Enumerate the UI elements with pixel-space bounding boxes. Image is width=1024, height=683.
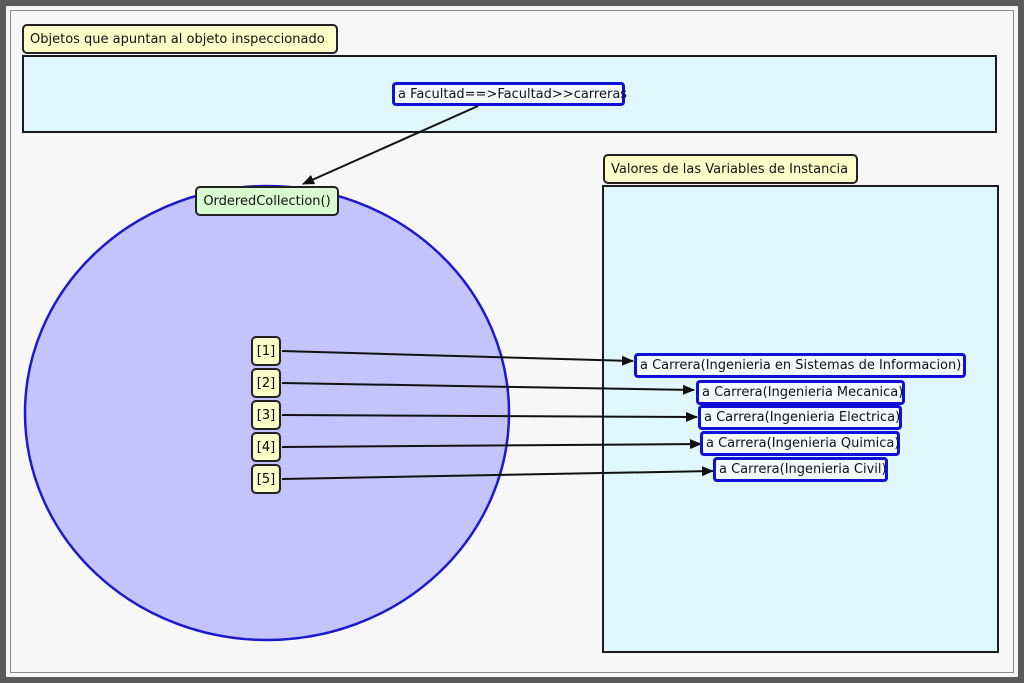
index-arrow-1 [281,350,634,366]
index-tag-2[interactable]: [2] [251,368,281,398]
index-tag-3[interactable]: [3] [251,400,281,430]
referrers-panel-title: Objetos que apuntan al objeto inspeccion… [22,24,338,54]
index-arrow-2 [281,382,695,395]
value-object-5[interactable]: a Carrera(Ingenieria Civil) [713,457,888,482]
index-arrow-5 [281,466,714,480]
inspected-object-label[interactable]: OrderedCollection() [195,186,339,216]
value-object-1[interactable]: a Carrera(Ingenieria en Sistemas de Info… [634,353,966,378]
value-object-2[interactable]: a Carrera(Ingenieria Mecanica) [696,380,905,405]
index-arrow-4 [281,439,702,450]
index-tag-5[interactable]: [5] [251,464,281,494]
referrer-arrow [302,105,479,185]
index-tag-4[interactable]: [4] [251,432,281,462]
index-arrow-3 [281,411,698,422]
index-tag-1[interactable]: [1] [251,336,281,366]
instance-variables-title: Valores de las Variables de Instancia [603,154,858,184]
value-object-3[interactable]: a Carrera(Ingenieria Electrica) [698,405,902,430]
window-border [10,10,1014,673]
value-object-4[interactable]: a Carrera(Ingenieria Quimica) [700,431,900,456]
referrer-object[interactable]: a Facultad==>Facultad>>carreras [392,82,627,106]
